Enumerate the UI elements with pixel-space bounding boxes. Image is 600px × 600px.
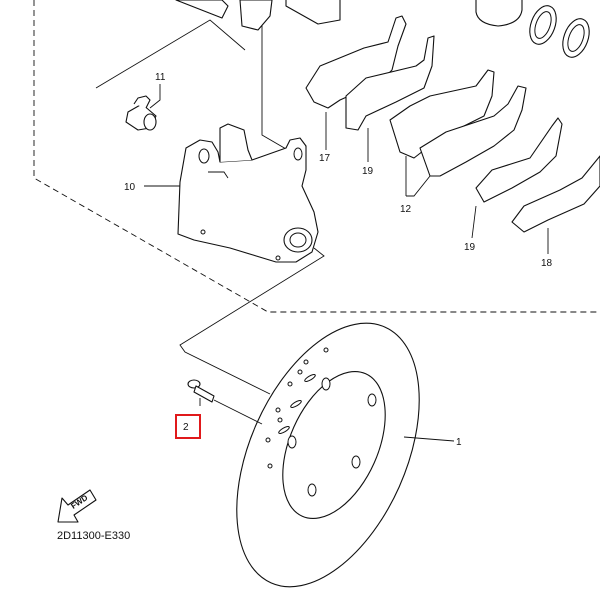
brake-disc <box>236 322 420 588</box>
callout-2: 2 <box>183 422 189 433</box>
highlight-box-part-2 <box>175 414 201 439</box>
pad-shim-18 <box>511 155 600 233</box>
pad-shim-17 <box>305 15 407 109</box>
caliper-bracket <box>177 123 319 263</box>
diagram-code: 2D11300-E330 <box>57 530 130 542</box>
callout-19-front: 19 <box>362 166 374 177</box>
callout-12: 12 <box>400 204 412 215</box>
leader-12 <box>405 156 431 197</box>
callout-17: 17 <box>319 153 331 164</box>
callout-18: 18 <box>541 258 553 269</box>
bleeder-screw <box>125 95 157 131</box>
brake-pad-set-12 <box>389 69 527 177</box>
callout-11: 11 <box>155 72 166 83</box>
leader-1 <box>403 436 455 442</box>
piston-and-seals <box>475 0 590 58</box>
leader-bolt-axis <box>213 399 263 425</box>
leader-11 <box>149 84 161 109</box>
caliper-body <box>175 0 341 31</box>
callout-19-rear: 19 <box>464 242 476 253</box>
callout-1: 1 <box>456 437 462 448</box>
callout-10: 10 <box>124 182 136 193</box>
disc-bolt <box>187 379 215 403</box>
forward-arrow-icon: FWD <box>57 489 97 523</box>
caliper-group-boundary <box>33 0 600 313</box>
brake-pad-19-front <box>345 35 435 131</box>
brake-pad-19-rear <box>475 117 563 203</box>
leader-19b <box>471 205 477 239</box>
